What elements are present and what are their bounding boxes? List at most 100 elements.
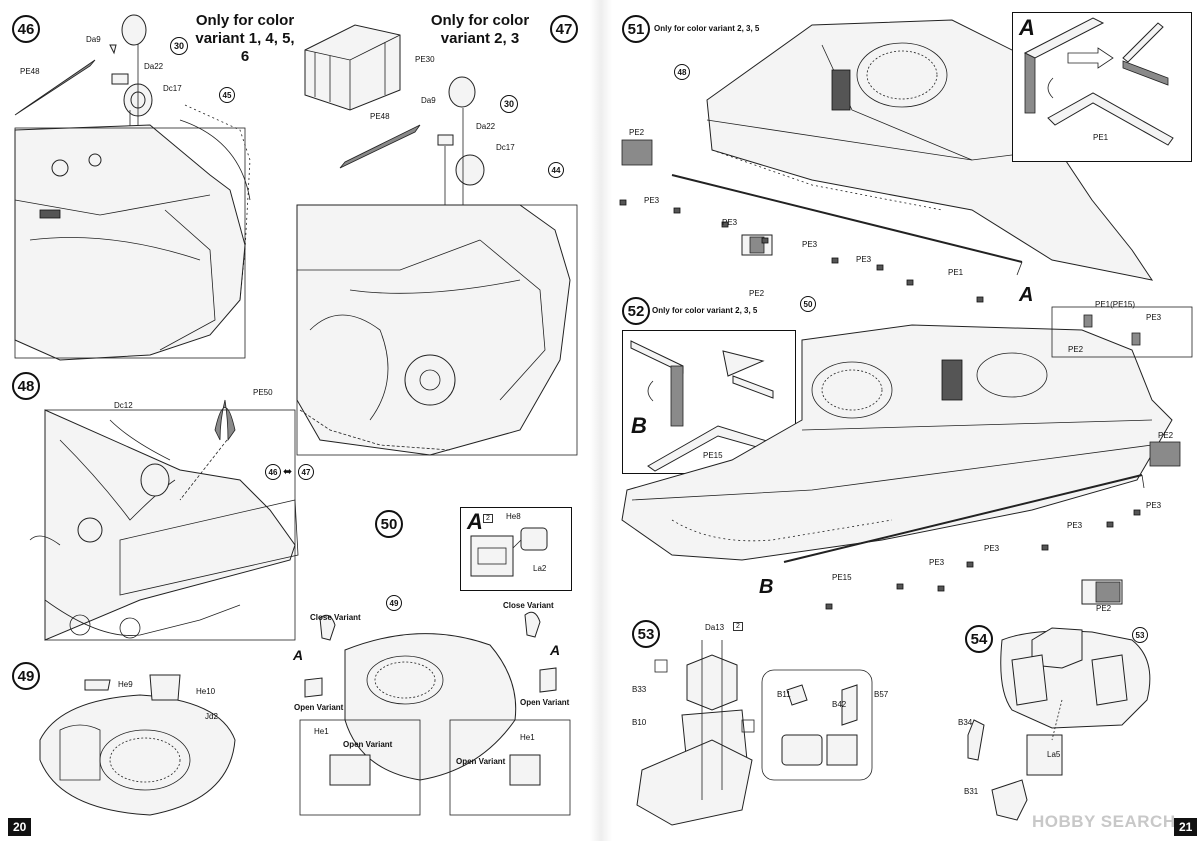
label-open-left: Open Variant	[294, 703, 344, 712]
label-pe2-c: PE2	[1068, 345, 1084, 354]
label-open-right: Open Variant	[520, 698, 570, 707]
label-la2: La2	[533, 564, 547, 573]
step-46-badge: 46	[12, 15, 40, 43]
label-ref-48: 48	[674, 64, 690, 80]
callout-30: 30	[170, 37, 188, 55]
label-pe2-a: PE2	[629, 128, 645, 137]
label-da22-47: Da22	[476, 122, 496, 131]
step-47-title: Only for color variant 2, 3	[430, 12, 530, 47]
label-sub-2: 2	[733, 622, 743, 631]
ref-label: 49	[389, 598, 399, 608]
ref-47: 47	[298, 464, 314, 480]
da22-part	[111, 73, 129, 85]
label-pe30: PE30	[415, 55, 435, 64]
part30-headlight	[121, 14, 147, 46]
base-53	[636, 739, 753, 826]
inset-letter: A	[467, 509, 483, 534]
callout-label: 30	[503, 99, 514, 109]
ref-label: 50	[803, 299, 813, 309]
label-pe48-47: PE48	[370, 112, 390, 121]
label-he1-right: He1	[520, 733, 535, 742]
step-50-badge: 50	[375, 510, 403, 538]
ref-label: 44	[551, 165, 561, 175]
inset-sub: 2	[483, 514, 493, 523]
part-la5	[1026, 734, 1063, 776]
step-51-badge: 51	[622, 15, 650, 43]
he10-part	[149, 674, 181, 701]
pe48-part-47	[339, 124, 421, 169]
label-pe15: PE15	[832, 573, 852, 582]
close-right	[524, 611, 541, 638]
ref-45: 45	[219, 87, 235, 103]
letter-a-51: A	[1019, 284, 1034, 306]
step-number: 47	[555, 20, 573, 38]
label-pe3-c: PE3	[802, 240, 818, 249]
watermark: HOBBY SEARCH	[1032, 812, 1176, 831]
step-54-drawing	[967, 627, 1151, 821]
label-b31: B31	[964, 787, 979, 796]
step-number: 54	[970, 630, 988, 648]
label-pe1: PE1	[948, 268, 964, 277]
part-b34	[967, 719, 985, 761]
step-51-drawing	[619, 19, 1154, 303]
label-da22: Da22	[144, 62, 164, 71]
da9-part	[109, 44, 117, 55]
label-pe3-i: PE3	[929, 558, 945, 567]
turret-ring-49	[39, 694, 236, 816]
da22-part-47	[437, 134, 454, 146]
label-da9: Da9	[86, 35, 101, 44]
inset-pe1-52	[1051, 306, 1193, 358]
callout-label: 30	[173, 41, 184, 51]
step-49-badge: 49	[12, 662, 40, 690]
step-48-drawing	[29, 399, 299, 641]
ref-44: 44	[548, 162, 564, 178]
page-number-left: 20	[8, 818, 32, 836]
close-left	[319, 614, 336, 641]
label-b10: B10	[632, 718, 647, 727]
label-da9-47: Da9	[421, 96, 436, 105]
label-pe2-d: PE2	[1158, 431, 1174, 440]
part-b33	[686, 654, 738, 711]
label-dc12: Dc12	[114, 401, 133, 410]
step-46-drawing	[14, 14, 251, 361]
ref-53: 53	[1132, 627, 1148, 643]
hull-51	[706, 19, 1154, 281]
ref-48: 48	[674, 64, 690, 80]
label-he8: He8	[506, 512, 521, 521]
step-49-drawing	[39, 674, 236, 816]
step-52-badge: 52	[622, 297, 650, 325]
page-number-right: 21	[1174, 818, 1198, 836]
label-pe3-a: PE3	[644, 196, 660, 205]
label-open-detail-right: Open Variant	[456, 757, 506, 766]
step-50-drawing	[299, 611, 571, 816]
step-53-drawing	[636, 640, 873, 826]
hatch-right	[539, 667, 557, 693]
hull-front-47	[296, 204, 571, 456]
label-pe1-pe15: PE1(PE15)	[1095, 300, 1136, 309]
step-47-drawing	[296, 24, 578, 456]
dc12-lamp	[140, 463, 170, 497]
label-he10: He10	[196, 687, 216, 696]
label-close-right: Close Variant	[503, 601, 554, 610]
label-pe1-inset: PE1	[1093, 133, 1109, 142]
step-51-subtitle: Only for color variant 2, 3, 5	[654, 24, 760, 33]
label-pe3-g: PE3	[1067, 521, 1083, 530]
step-number: 51	[627, 20, 645, 38]
inset-letter: A	[1019, 15, 1035, 40]
label-pe3-b: PE3	[722, 218, 738, 227]
pe30-cage	[304, 24, 401, 111]
ref-label: 48	[677, 67, 687, 77]
step-number: 50	[380, 515, 398, 533]
step-54-badge: 54	[965, 625, 993, 653]
label-b42: B42	[832, 700, 847, 709]
label-pe15-inset: PE15	[703, 451, 723, 460]
letter-a-right: A	[550, 642, 561, 658]
label-jd2: Jd2	[205, 712, 218, 721]
ref-label: 46	[268, 467, 278, 477]
book-spine	[590, 0, 612, 841]
label-pe3-f: PE3	[1146, 501, 1162, 510]
label-close-left: Close Variant	[310, 613, 361, 622]
ref-label: 53	[1135, 630, 1145, 640]
part-b31	[991, 779, 1028, 821]
label-pe2-b: PE2	[749, 289, 765, 298]
